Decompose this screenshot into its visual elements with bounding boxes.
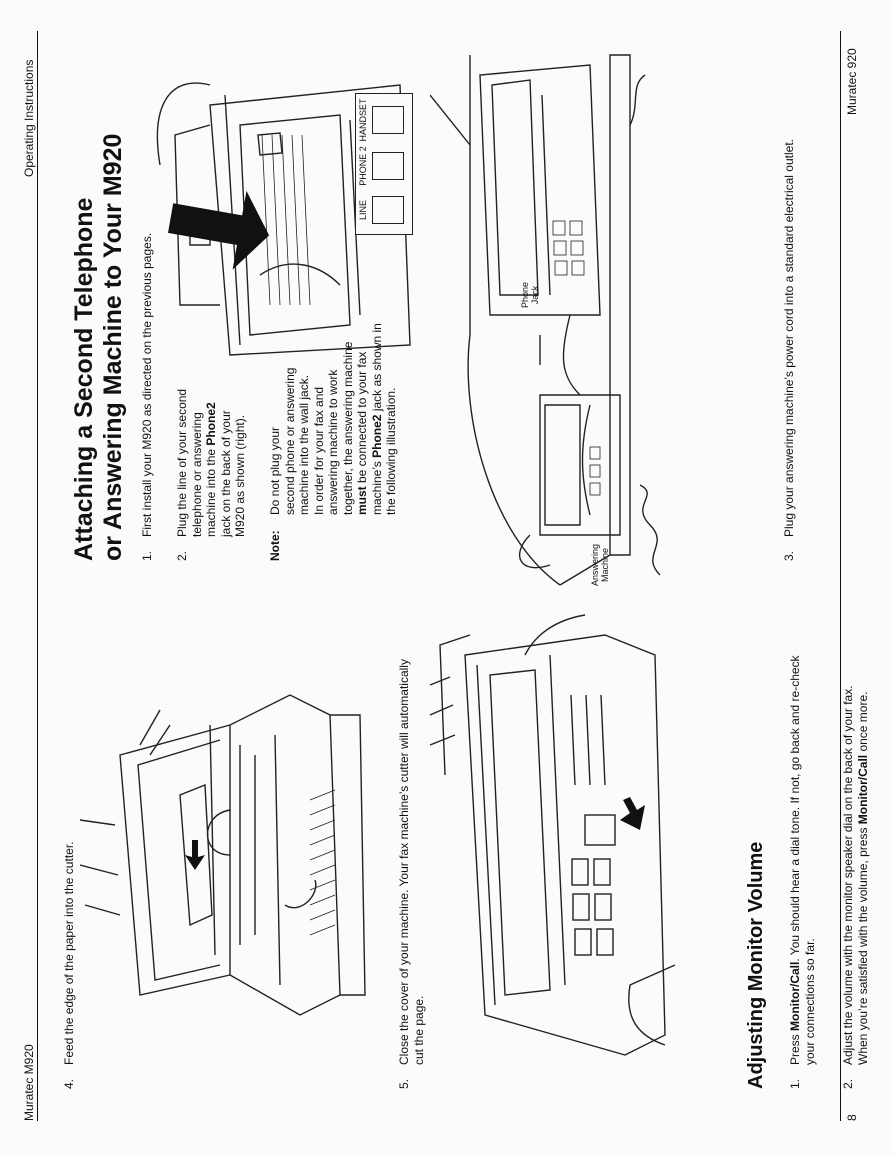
footer-right: Muratec 920 (845, 48, 859, 115)
footer-rule (840, 31, 841, 1121)
jack-handset-label: HANDSET (358, 98, 368, 142)
page-number: 8 (845, 1114, 859, 1121)
line-jack-icon (372, 196, 404, 224)
jack-panel: LINE PHONE 2 HANDSET (355, 93, 413, 235)
feed-paper-illustration (80, 694, 366, 1016)
answering-machine-desk-illustration (430, 54, 661, 586)
header-right: Operating Instructions (22, 59, 36, 177)
attaching-heading: Attaching a Second Telephone or Answerin… (70, 133, 127, 561)
jack-line-label: LINE (358, 200, 368, 221)
fax-back-jacks-illustration (156, 82, 411, 356)
adjusting-monitor-volume-heading: Adjusting Monitor Volume (745, 841, 767, 1089)
phone-jack-label: Phone Jack (520, 281, 540, 309)
header-rule (37, 31, 38, 1121)
handset-jack-icon (372, 106, 404, 134)
jack-phone2-label: PHONE 2 (358, 146, 368, 186)
phone2-jack-icon (372, 152, 404, 180)
answering-machine-label: Answering Machine (590, 543, 610, 587)
monitor-call-illustration (429, 614, 675, 1056)
header-left: Muratec M920 (22, 1044, 36, 1121)
